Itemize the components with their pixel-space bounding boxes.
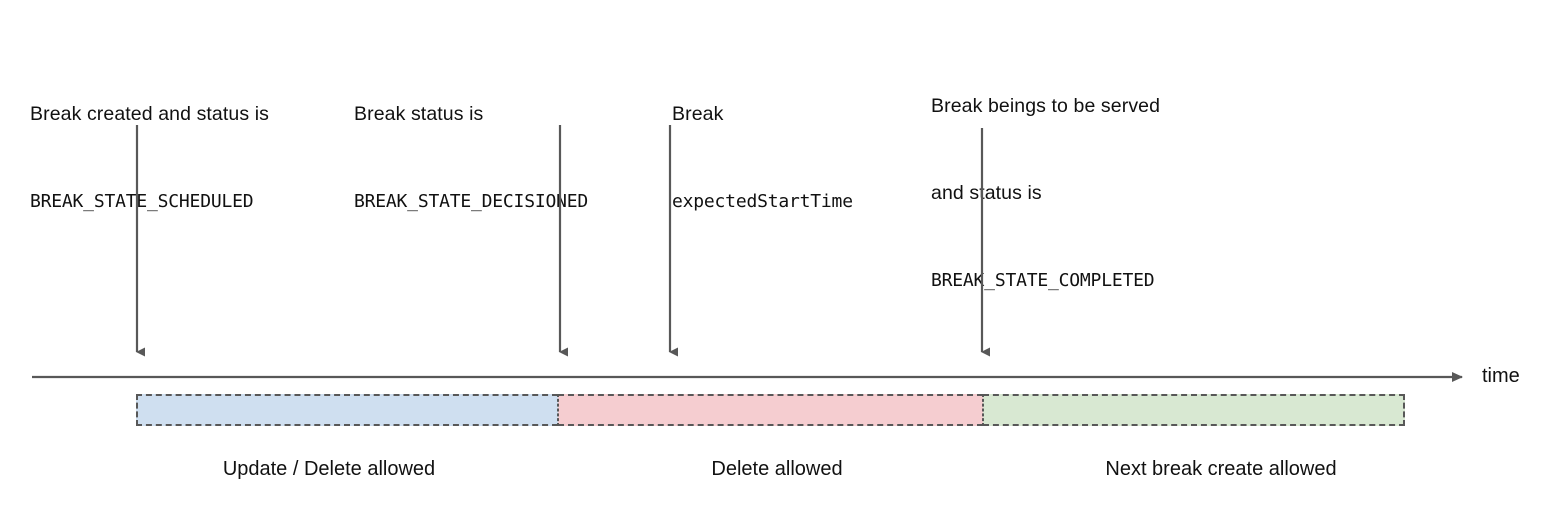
time-axis-label: time	[1482, 365, 1520, 387]
annotation-line-mono: BREAK_STATE_DECISIONED	[354, 191, 589, 212]
annotation-line: Break status is	[354, 103, 484, 125]
annotation-line-mono: expectedStartTime	[672, 191, 853, 212]
phase-bar-update-delete	[136, 394, 558, 426]
annotation-line: Break beings to be served	[931, 95, 1161, 117]
annotation-line: Break created and status is	[30, 103, 269, 125]
annotation-scheduled: Break created and status is BREAK_STATE_…	[30, 42, 269, 274]
annotation-line: Break	[672, 103, 724, 125]
annotation-decisioned: Break status is BREAK_STATE_DECISIONED	[354, 42, 588, 274]
phase-caption-update-delete: Update / Delete allowed	[222, 458, 436, 480]
annotation-line-mono: BREAK_STATE_SCHEDULED	[30, 191, 254, 212]
phase-bar-delete-only	[558, 394, 983, 426]
phase-bar-next-break	[983, 394, 1405, 426]
phase-caption-delete-only: Delete allowed	[711, 458, 843, 480]
annotation-line-mono: BREAK_STATE_COMPLETED	[931, 270, 1155, 291]
annotation-expected-start-time: Break expectedStartTime	[672, 42, 853, 274]
phase-caption-next-break: Next break create allowed	[1105, 458, 1337, 480]
